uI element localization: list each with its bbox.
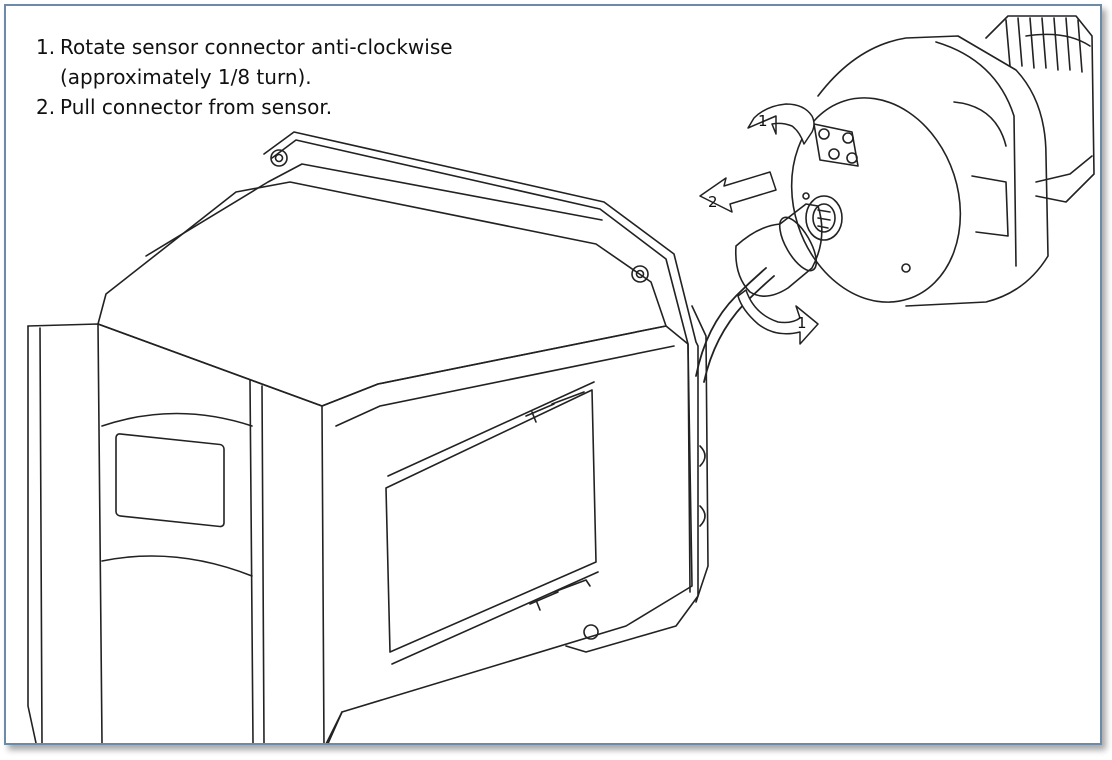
instruction-step-1: 1. Rotate sensor connector anti-clockwis…	[36, 32, 453, 62]
pull-arrow	[699, 171, 777, 213]
pull-arrow-label: 2	[708, 193, 718, 211]
step-continuation: (approximately 1/8 turn).	[60, 65, 312, 89]
sensor-connector	[734, 195, 843, 297]
rotate-arrow-bottom-label: 1	[797, 314, 807, 332]
instruction-step-2: 2. Pull connector from sensor.	[36, 92, 453, 122]
step-text: Rotate sensor connector anti-clockwise	[60, 35, 453, 59]
sensor-head	[790, 15, 1095, 307]
diagram-frame: 1 2 1 1. Rotate sensor connector anti-cl…	[4, 4, 1102, 745]
step-number: 2.	[36, 95, 56, 119]
step-text: Pull connector from sensor.	[60, 95, 333, 119]
transmitter-enclosure	[27, 131, 709, 743]
rotate-arrow-bottom	[737, 289, 819, 345]
rotate-arrow-top	[747, 103, 815, 145]
rotate-arrow-top-label: 1	[758, 112, 768, 130]
step-number: 1.	[36, 35, 56, 59]
instruction-list: 1. Rotate sensor connector anti-clockwis…	[36, 32, 453, 122]
connector-removal-illustration: 1 2 1	[27, 15, 1095, 743]
